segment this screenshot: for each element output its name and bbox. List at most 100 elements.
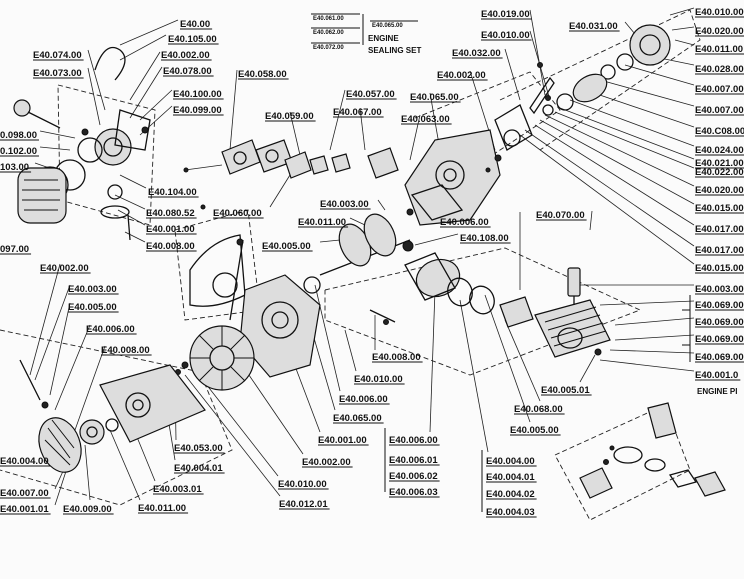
right-bracket-frame bbox=[384, 295, 691, 512]
part-label-l70: E40.010.00 bbox=[278, 479, 327, 490]
part-label-l03: E40.074.00 bbox=[33, 50, 82, 61]
part-label-c1: ENGINE bbox=[368, 34, 399, 43]
part-label-l29: E40.010.00 bbox=[481, 30, 530, 41]
part-label-l33: E40.108.00 bbox=[460, 233, 509, 244]
part-label-l64: E40.009.00 bbox=[63, 504, 112, 515]
part-label-l58: E40.005.00 bbox=[68, 302, 117, 313]
part-label-l78: E40.006.01 bbox=[389, 455, 438, 466]
part-label-l41: E40.C08.00 bbox=[695, 126, 744, 137]
part-label-l15: E40.008.00 bbox=[146, 241, 195, 252]
part-label-l10: 0.102.00 bbox=[0, 146, 37, 157]
part-label-l44: E40.022.00 bbox=[695, 167, 744, 178]
part-label-l60: E40.008.00 bbox=[101, 345, 150, 356]
part-label-l04: E40.002.00 bbox=[161, 50, 210, 61]
part-label-l38: E40.028.00 bbox=[695, 64, 744, 75]
part-label-l49: E40.015.00 bbox=[695, 263, 744, 274]
part-label-l24: E40.005.00 bbox=[262, 241, 311, 252]
part-label-s2: E40.062.00 bbox=[313, 30, 344, 36]
engine-inset bbox=[579, 402, 726, 499]
part-label-l80: E40.006.03 bbox=[389, 487, 438, 498]
cylinder-group bbox=[369, 252, 611, 358]
part-label-l83: E40.004.02 bbox=[486, 489, 535, 500]
sealing-set-box bbox=[311, 13, 418, 45]
pulley-group bbox=[19, 359, 119, 473]
part-label-l22: E40.003.00 bbox=[320, 199, 369, 210]
part-label-l62: E40.007.00 bbox=[0, 488, 49, 499]
part-label-l59: E40.006.00 bbox=[86, 324, 135, 335]
part-label-l72: E40.001.00 bbox=[318, 435, 367, 446]
part-label-l71: E40.002.00 bbox=[302, 457, 351, 468]
part-label-l06: E40.078.00 bbox=[163, 66, 212, 77]
ignition-housing bbox=[189, 234, 246, 321]
part-label-l14: E40.001.00 bbox=[146, 224, 195, 235]
part-label-l51: E40.069.00 bbox=[695, 300, 744, 311]
part-label-l20: E40.067.00 bbox=[333, 107, 382, 118]
part-label-l30: E40.019.00 bbox=[481, 9, 530, 20]
part-label-l42: E40.024.00 bbox=[695, 145, 744, 156]
part-label-l17: E40.058.00 bbox=[238, 69, 287, 80]
part-label-c3: ENGINE PI bbox=[697, 387, 737, 396]
part-label-l37: E40.011.00 bbox=[695, 44, 743, 55]
part-label-l07: E40.100.00 bbox=[173, 89, 222, 100]
part-label-l85: E40.005.00 bbox=[510, 425, 559, 436]
part-label-s3: E40.072.00 bbox=[313, 45, 344, 51]
part-label-l36: E40.020.00 bbox=[695, 26, 744, 37]
part-label-l01: E40.00 bbox=[180, 19, 210, 30]
part-label-s1: E40.061.00 bbox=[313, 16, 344, 22]
part-label-l12: E40.104.00 bbox=[148, 187, 197, 198]
part-label-l67: E40.004.01 bbox=[174, 463, 223, 474]
crankcase-top bbox=[404, 104, 533, 226]
part-label-l25: E40.065.00 bbox=[410, 92, 459, 103]
part-label-l39: E40.007.00 bbox=[695, 84, 744, 95]
part-label-l46: E40.015.00 bbox=[695, 203, 744, 214]
part-label-l40: E40.007.00 bbox=[695, 105, 744, 116]
part-label-l08: E40.099.00 bbox=[173, 105, 222, 116]
part-label-l28: E40.032.00 bbox=[452, 48, 501, 59]
part-label-l16: 097.00 bbox=[0, 244, 29, 255]
part-label-l53: E40.069.00 bbox=[695, 334, 744, 345]
part-label-l09: 0.098.00 bbox=[0, 130, 37, 141]
part-label-l77: E40.006.00 bbox=[389, 435, 438, 446]
part-label-l48: E40.017.00 bbox=[695, 245, 744, 256]
part-label-l73: E40.065.00 bbox=[333, 413, 382, 424]
part-label-l43: E40.021.00 bbox=[695, 158, 744, 169]
part-label-l68: E40.053.00 bbox=[174, 443, 223, 454]
part-label-l57: E40.003.00 bbox=[68, 284, 117, 295]
part-label-l23: E40.011.00 bbox=[298, 217, 346, 228]
part-label-l56: E40.002.00 bbox=[40, 263, 89, 274]
part-label-l81: E40.004.00 bbox=[486, 456, 535, 467]
part-label-l86: E40.068.00 bbox=[514, 404, 563, 415]
part-label-l18: E40.057.00 bbox=[346, 89, 395, 100]
part-label-l75: E40.010.00 bbox=[354, 374, 403, 385]
part-label-l45: E40.020.00 bbox=[695, 185, 744, 196]
part-label-l74: E40.006.00 bbox=[339, 394, 388, 405]
part-label-l69: E40.012.01 bbox=[279, 499, 328, 510]
part-label-l50: E40.003.00 bbox=[695, 284, 744, 295]
part-label-l21: E40.060.00 bbox=[213, 208, 262, 219]
part-label-l31: E40.031.00 bbox=[569, 21, 618, 32]
part-label-l32: E40.006.00 bbox=[440, 217, 489, 228]
part-label-c2: SEALING SET bbox=[368, 46, 421, 55]
part-label-l84: E40.004.03 bbox=[486, 507, 535, 518]
crankshaft bbox=[303, 208, 414, 294]
part-label-l52: E40.069.00 bbox=[695, 317, 744, 328]
part-label-l34: E40.070.00 bbox=[536, 210, 585, 221]
part-label-s4: E40.065.00 bbox=[372, 23, 403, 29]
part-label-l02: E40.105.00 bbox=[168, 34, 217, 45]
part-label-l55: E40.001.0 bbox=[695, 370, 738, 381]
part-drawings bbox=[13, 24, 726, 499]
diagram-captions: ENGINE SEALING SET ENGINE PI bbox=[368, 34, 737, 396]
part-label-l76: E40.008.00 bbox=[372, 352, 421, 363]
part-label-l63: E40.001.01 bbox=[0, 504, 49, 515]
part-label-l47: E40.017.00 bbox=[695, 224, 744, 235]
part-label-l13: E40.080.52 bbox=[146, 208, 195, 219]
part-label-l82: E40.004.01 bbox=[486, 472, 535, 483]
part-label-l61: E40.004.00 bbox=[0, 456, 49, 467]
part-label-l79: E40.006.02 bbox=[389, 471, 438, 482]
intake-parts bbox=[183, 139, 399, 210]
clutch-drive-group bbox=[529, 24, 671, 116]
part-label-l19: E40.059.00 bbox=[265, 111, 314, 122]
